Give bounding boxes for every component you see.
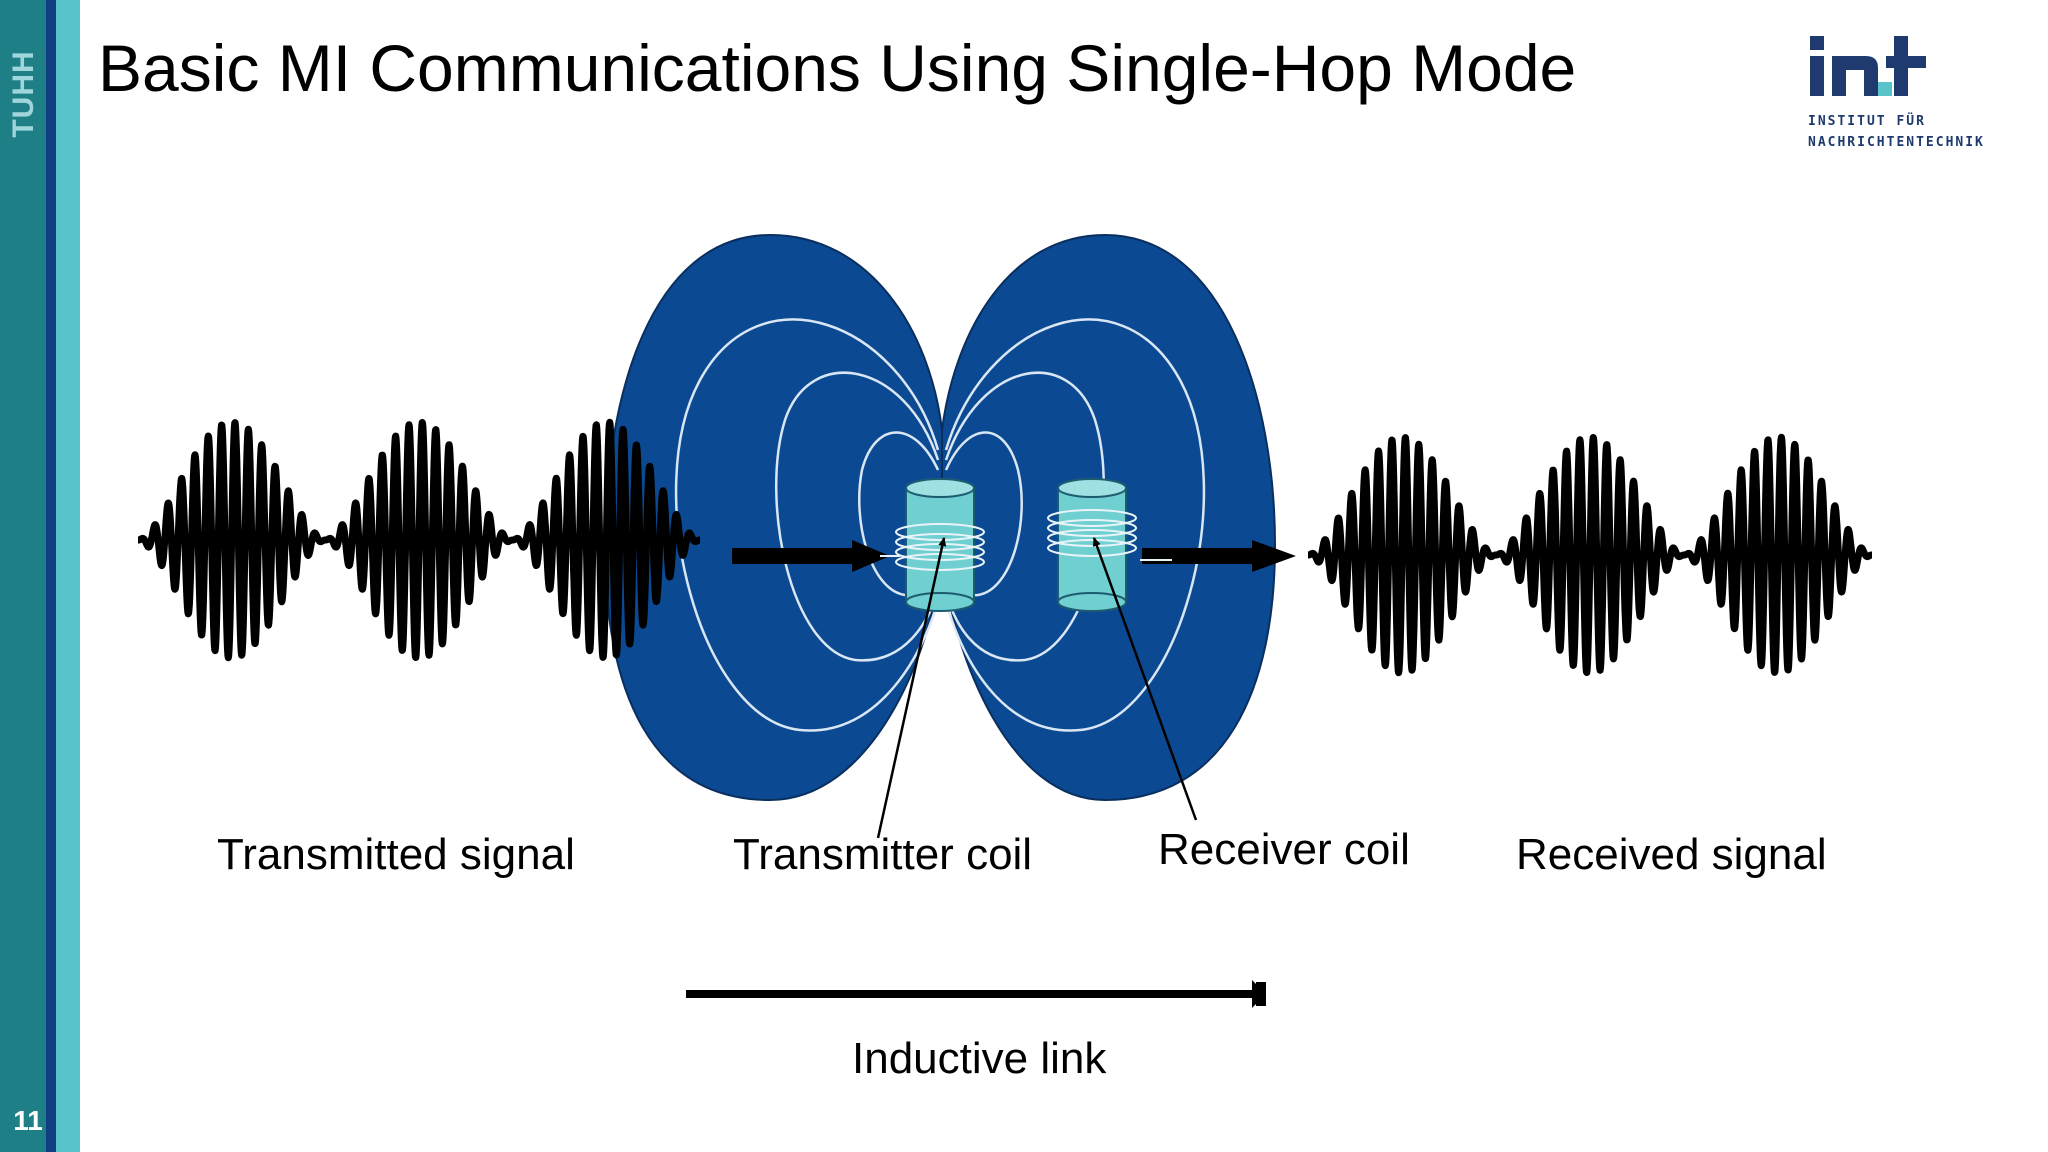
sidebar-teal-bar <box>0 0 46 1152</box>
label-inductive-link: Inductive link <box>852 1034 1107 1083</box>
transmitter-coil-leader <box>876 537 947 839</box>
receiver-coil-leader <box>1092 537 1198 821</box>
label-receiver-coil: Receiver coil <box>1158 825 1410 874</box>
label-transmitter-coil: Transmitter coil <box>733 830 1033 879</box>
logo-mark-icon <box>1810 36 1926 96</box>
slide-title: Basic MI Communications Using Single-Hop… <box>98 31 1577 105</box>
transmitted-signal-waveform <box>134 418 704 662</box>
label-received-signal: Received signal <box>1516 830 1827 879</box>
institute-logo: INSTITUT FÜR NACHRICHTENTECHNIK <box>1806 32 2016 158</box>
inductive-link-arrow <box>686 980 1266 1008</box>
sidebar: TUHH 11 <box>0 0 80 1152</box>
page-number: 11 <box>13 1105 43 1136</box>
received-signal-waveform <box>1304 433 1876 677</box>
receiver-coil-icon <box>1047 478 1172 612</box>
logo-text-line1: INSTITUT FÜR <box>1808 114 1926 129</box>
tx-input-arrow <box>732 540 890 572</box>
logo-text-line2: NACHRICHTENTECHNIK <box>1808 135 1985 150</box>
label-transmitted-signal: Transmitted signal <box>217 830 575 879</box>
sidebar-cyan-bar <box>56 0 80 1152</box>
sidebar-navy-bar <box>46 0 56 1152</box>
